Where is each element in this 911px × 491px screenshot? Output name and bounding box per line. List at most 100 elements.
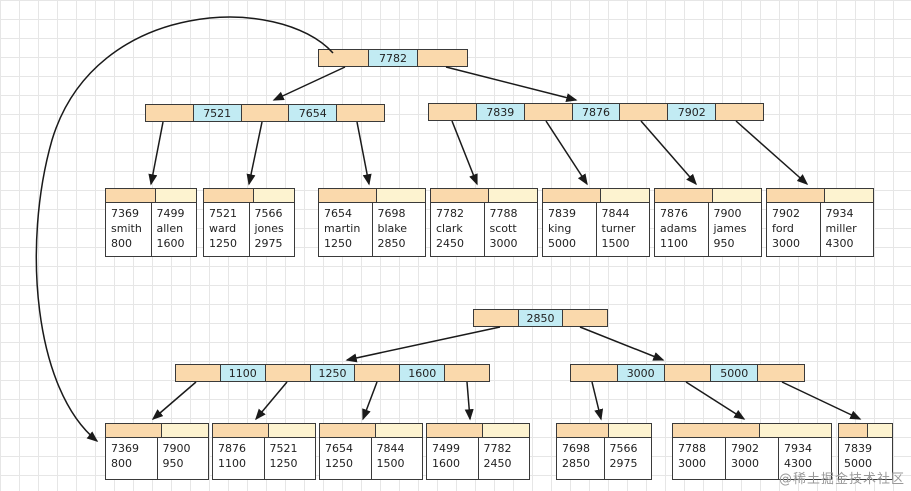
record-id: 7839: [548, 207, 576, 220]
record-id: 7876: [660, 207, 688, 220]
pointer-cell: [176, 365, 220, 381]
record-salary: 3000: [678, 457, 706, 470]
record-salary: 800: [111, 457, 132, 470]
key-cell: 1250: [309, 365, 355, 381]
leaf-header: [106, 189, 196, 203]
record-id: 7876: [218, 442, 246, 455]
pointer-cell: [146, 105, 193, 121]
pointer-cell: [264, 365, 310, 381]
record-salary: 1600: [432, 457, 460, 470]
record-cell: 7902 3000: [725, 438, 778, 479]
key-cell: 7876: [571, 104, 620, 120]
record-salary: 2450: [436, 237, 464, 250]
leaf-header-left: [427, 424, 483, 437]
record-salary: 1100: [660, 237, 688, 250]
leaf-header-right: [376, 189, 425, 202]
record-id: 7782: [436, 207, 464, 220]
record-id: 7788: [489, 207, 518, 220]
record-name: smith: [111, 222, 142, 235]
record-name: turner: [601, 222, 636, 235]
record-id: 7934: [784, 442, 812, 455]
key-cell: 7654: [288, 105, 337, 121]
record-salary: 4300: [784, 457, 812, 470]
record-id: 7844: [601, 207, 630, 220]
record-salary: 1100: [218, 457, 246, 470]
pointer-cell: [429, 104, 476, 120]
bottom-internal-right: 3000 5000: [570, 364, 805, 382]
record-id: 7934: [825, 207, 854, 220]
record-cell: 7782 clark 2450: [431, 203, 484, 256]
pointer-cell: [663, 365, 711, 381]
record-id: 7698: [377, 207, 406, 220]
record-salary: 1250: [209, 237, 237, 250]
pointer-cell: [474, 310, 518, 326]
leaf-header: [839, 424, 892, 438]
leaf-header-right: [600, 189, 649, 202]
leaf-header-left: [431, 189, 489, 202]
record-salary: 2450: [483, 457, 512, 470]
record-name: ford: [772, 222, 794, 235]
bottom-internal-left: 1100 1250 1600: [175, 364, 490, 382]
record-cell: 7844 turner 1500: [595, 203, 650, 256]
pointer-cell: [571, 365, 617, 381]
top-internal-left: 7521 7654: [145, 104, 385, 122]
leaf-header: [204, 189, 294, 203]
record-id: 7499: [432, 442, 460, 455]
arrow: [781, 381, 862, 420]
leaf-header: [557, 424, 651, 438]
record-name: allen: [156, 222, 184, 235]
arrow: [640, 120, 697, 186]
arrow: [345, 326, 501, 363]
record-salary: 2975: [254, 237, 283, 250]
leaf-header: [427, 424, 529, 438]
record-id: 7654: [325, 442, 353, 455]
arrow: [464, 381, 474, 421]
record-salary: 5000: [844, 457, 872, 470]
record-id: 7566: [609, 442, 638, 455]
leaf-header-left: [213, 424, 269, 437]
leaf-header-right: [488, 189, 537, 202]
record-salary: 3000: [772, 237, 800, 250]
record-salary: 1500: [601, 237, 630, 250]
record-id: 7788: [678, 442, 706, 455]
arrow: [255, 381, 288, 421]
bottom-root-node: 2850: [473, 309, 608, 327]
record-salary: 950: [713, 237, 735, 250]
record-name: adams: [660, 222, 697, 235]
record-name: clark: [436, 222, 463, 235]
record-name: miller: [825, 222, 857, 235]
key-cell: 2850: [517, 310, 563, 326]
record-cell: 7499 1600: [427, 438, 478, 479]
record-name: jones: [254, 222, 284, 235]
record-salary: 3000: [731, 457, 759, 470]
leaf-header-right: [482, 424, 529, 437]
arrow: [246, 121, 263, 186]
record-name: blake: [377, 222, 408, 235]
record-id: 7900: [713, 207, 742, 220]
pointer-cell: [757, 365, 804, 381]
record-salary: 1600: [156, 237, 185, 250]
record-id: 7902: [731, 442, 759, 455]
record-id: 7566: [254, 207, 283, 220]
record-salary: 950: [162, 457, 184, 470]
record-cell: 7876 1100: [213, 438, 264, 479]
key-cell: 7839: [475, 104, 524, 120]
top-internal-right: 7839 7876 7902: [428, 103, 764, 121]
record-id: 7902: [772, 207, 800, 220]
arrow: [735, 120, 809, 185]
leaf-header: [106, 424, 208, 438]
leaf-header-left: [655, 189, 713, 202]
leaf-header: [320, 424, 422, 438]
